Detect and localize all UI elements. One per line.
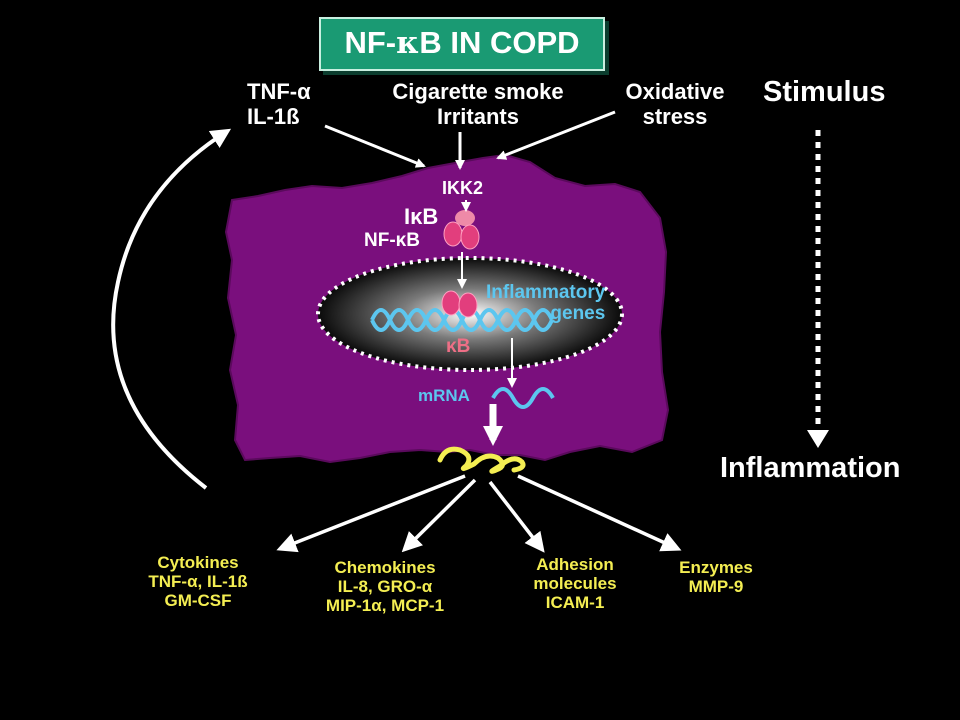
arrow-to-adhesion [488,480,545,553]
nfkb-protein-left [443,221,463,247]
mrna-label: mRNA [418,386,470,405]
inflammation-heading: Inflammation [720,452,901,484]
kb-label: κB [446,336,471,357]
arrow-to-enzymes [517,474,682,552]
arrow-to-chemokines [401,478,477,553]
nfkb-nuclear-right [458,292,478,318]
nfkb-protein-right [460,224,480,250]
mrna-wave [491,387,555,409]
arrow-oxidative-to-cell [496,110,616,160]
nuclear-membrane [316,256,624,372]
title-box: NF-κB IN COPD [319,17,605,71]
feedback-arrow [111,128,232,490]
dna-strand-2 [370,308,554,332]
ikk2-label: IKK2 [442,178,484,198]
nfkb-label: NF-κB [364,230,420,251]
protein-squiggle [437,446,526,474]
diagram-title: NF-κB IN COPD [344,25,580,61]
ikb-label: IκB [404,204,439,229]
arrow-tnf-to-cell [324,124,426,168]
arrow-to-cytokines [276,474,466,553]
nfkb-nuclear-left [441,290,461,316]
stimulus-arrowhead [807,430,829,448]
ikb-protein [455,210,475,226]
stimulus-heading: Stimulus [763,76,886,108]
